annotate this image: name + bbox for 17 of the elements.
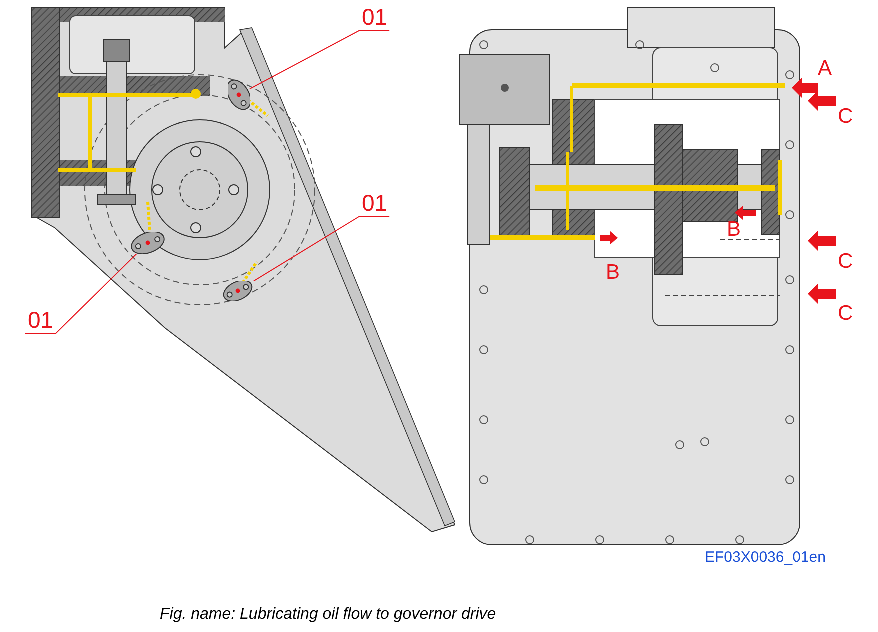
callout-letter: C xyxy=(838,251,854,272)
callout-letter: B xyxy=(727,219,742,240)
leader-line xyxy=(24,254,138,334)
figure-caption: Fig. name: Lubricating oil flow to governor drive xyxy=(160,606,496,624)
callout-letter: C xyxy=(838,303,854,324)
callout-letter: C xyxy=(838,106,854,127)
leader-line xyxy=(250,30,390,90)
callout-letter: A xyxy=(818,58,832,79)
orifice-plate xyxy=(130,232,166,254)
figure-id: EF03X0036_01en xyxy=(705,550,826,566)
callout-number: 01 xyxy=(362,6,388,29)
callout-number: 01 xyxy=(28,309,54,332)
leader-line xyxy=(254,216,390,282)
orifice-plate xyxy=(222,281,254,301)
orifice-plate xyxy=(228,78,250,112)
callout-letter: B xyxy=(606,262,620,283)
callout-number: 01 xyxy=(362,192,388,215)
